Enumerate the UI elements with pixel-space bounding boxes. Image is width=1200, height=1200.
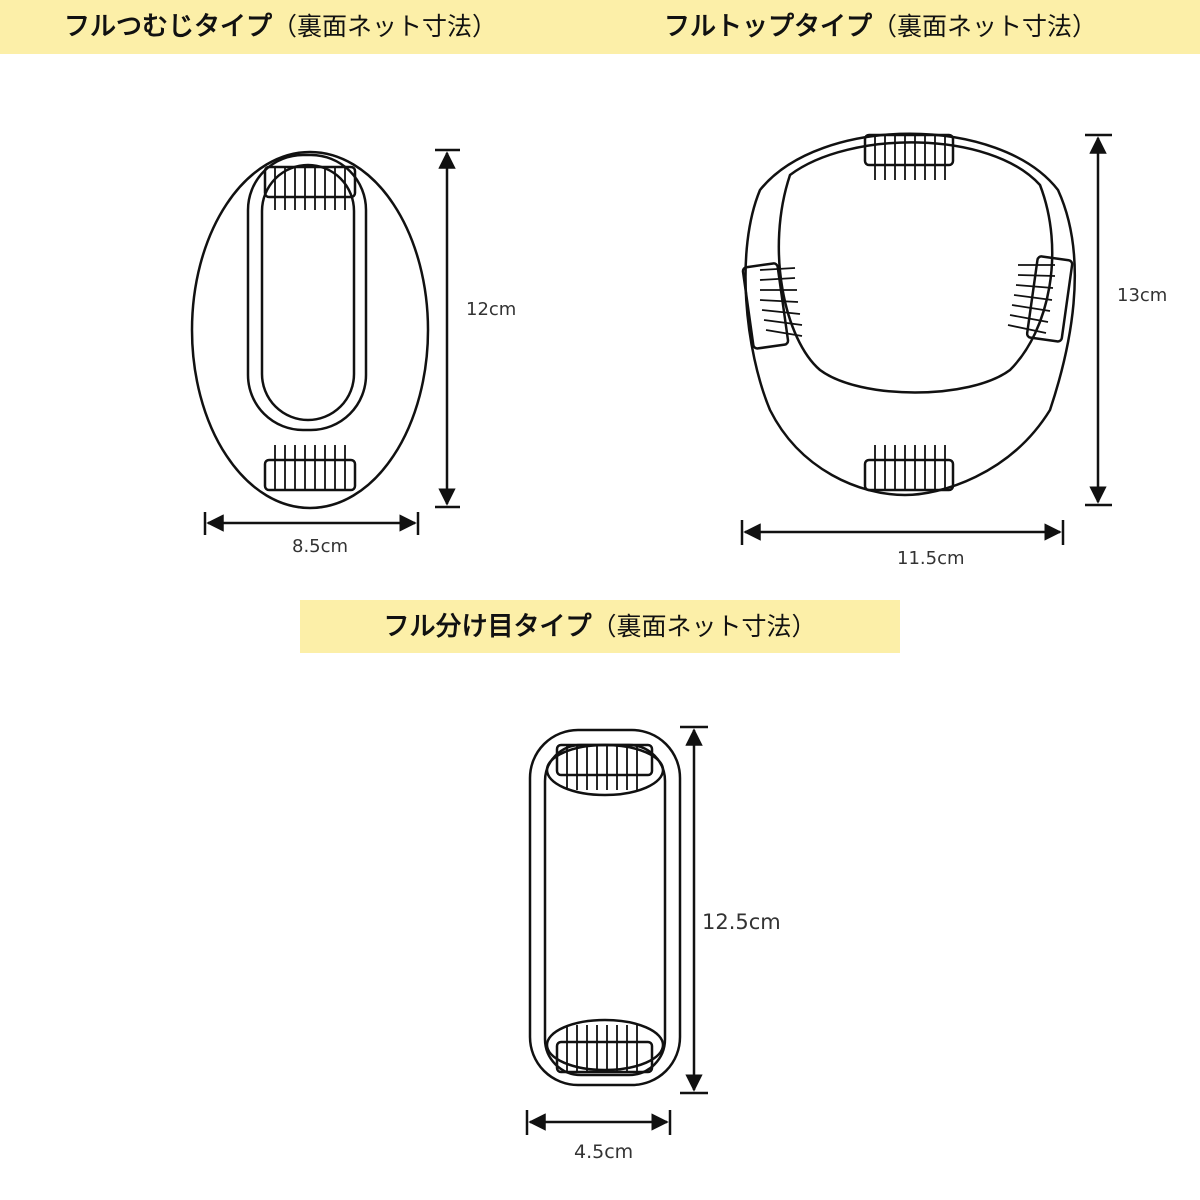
title-full-top-sub: （裏面ネット寸法） (872, 12, 1098, 41)
tsumuji-outline (190, 150, 430, 510)
title-full-tsumuji-sub: （裏面ネット寸法） (272, 12, 498, 41)
title-full-tsumuji: フルつむじタイプ（裏面ネット寸法） (64, 0, 497, 54)
title-full-wakeme-main: フル分け目タイプ (383, 612, 592, 642)
tsumuji-comb-bottom (263, 445, 357, 492)
top-height-arrow (1085, 133, 1112, 507)
header-banner (0, 0, 1200, 54)
top-comb-left (741, 262, 803, 350)
title-full-wakeme: フル分け目タイプ（裏面ネット寸法） (300, 600, 900, 654)
title-full-wakeme-sub: （裏面ネット寸法） (591, 612, 817, 641)
tsumuji-height-arrow (435, 148, 460, 509)
wakeme-height-label: 12.5cm (702, 910, 781, 934)
top-outline (744, 132, 1077, 497)
top-width-label: 11.5cm (897, 548, 965, 569)
wakeme-width-arrow (525, 1110, 672, 1135)
tsumuji-height-label: 12cm (466, 299, 517, 320)
wakeme-outline (528, 728, 682, 1087)
bottom-banner: フル分け目タイプ（裏面ネット寸法） (300, 600, 900, 653)
wakeme-height-arrow (680, 725, 708, 1095)
top-comb-right (1007, 255, 1074, 343)
title-full-top-main: フルトップタイプ (664, 12, 873, 42)
tsumuji-width-label: 8.5cm (292, 536, 349, 557)
wakeme-comb-bottom (555, 1025, 654, 1074)
tsumuji-comb-top (263, 165, 357, 210)
top-height-label: 13cm (1117, 285, 1168, 306)
tsumuji-width-arrow (203, 512, 420, 535)
top-comb-bottom (863, 445, 955, 492)
title-full-top: フルトップタイプ（裏面ネット寸法） (664, 0, 1097, 54)
wakeme-width-label: 4.5cm (574, 1141, 634, 1163)
wakeme-comb-top (555, 743, 654, 790)
top-comb-top (863, 133, 955, 180)
title-full-tsumuji-main: フルつむじタイプ (64, 12, 273, 42)
top-width-arrow (740, 520, 1065, 545)
